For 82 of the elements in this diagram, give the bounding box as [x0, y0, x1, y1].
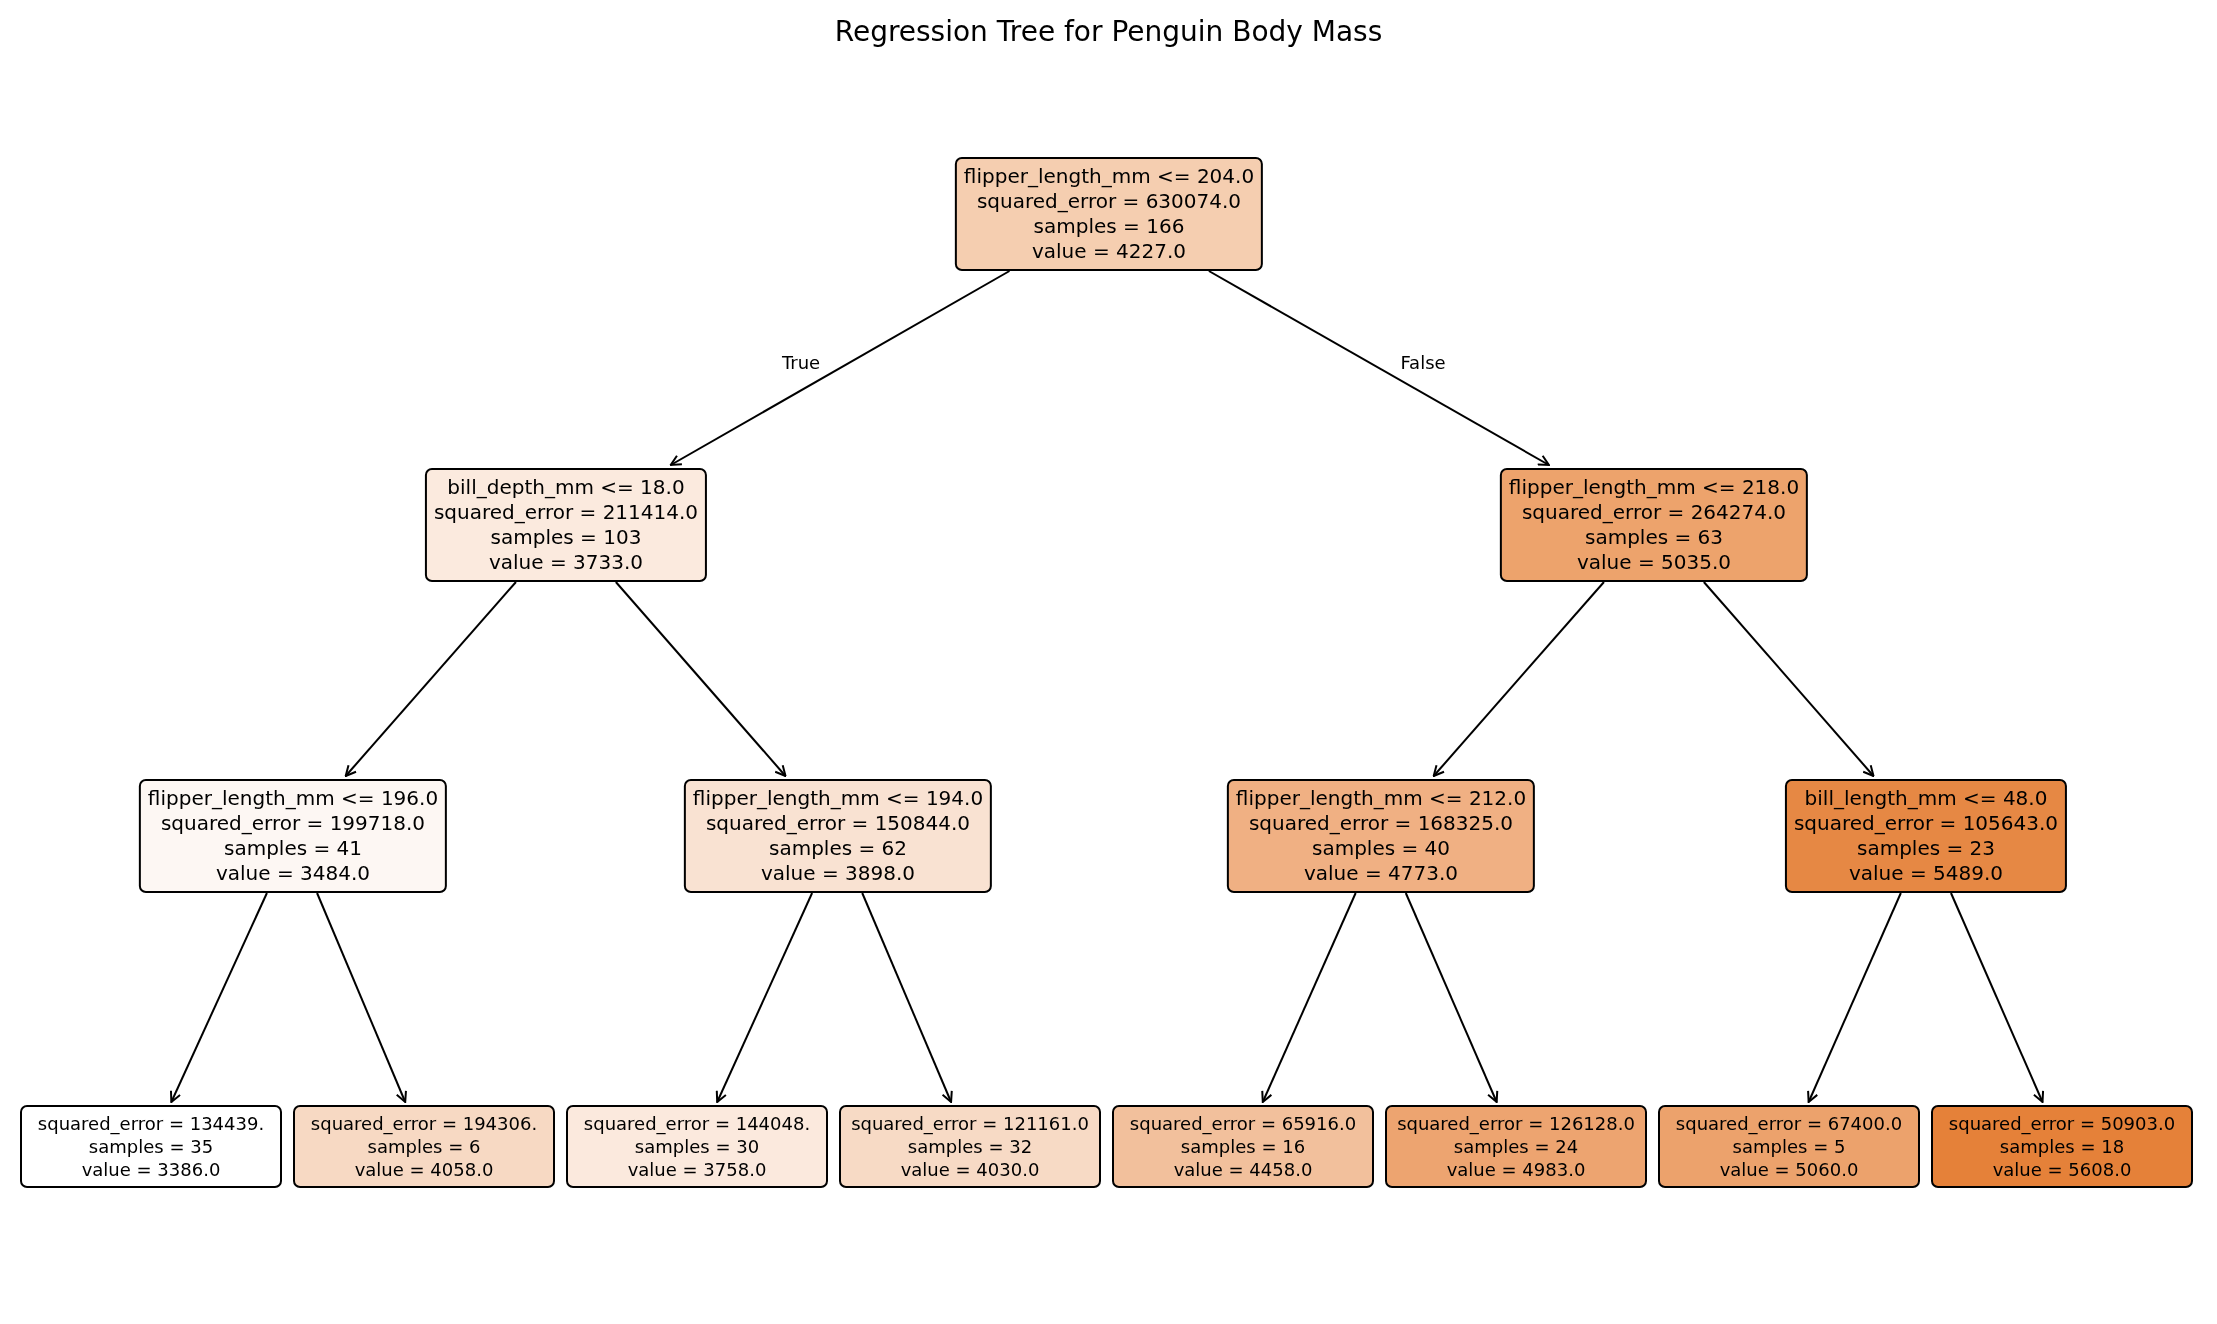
tree-node-box [424, 468, 708, 582]
tree-node-box [1784, 779, 2068, 893]
node-text: squared_error = 65916.0 [1129, 1112, 1357, 1135]
arrow [1702, 581, 1875, 777]
node-text: samples = 40 [1311, 836, 1451, 861]
node-text: samples = 24 [1453, 1135, 1579, 1158]
node-text: value = 4058.0 [354, 1158, 494, 1181]
tree-node-box [954, 157, 1264, 271]
node-text: squared_error = 194306. [310, 1112, 538, 1135]
arrow [316, 892, 407, 1103]
tree-node-box [293, 1105, 555, 1188]
node-text: value = 3386.0 [81, 1158, 221, 1181]
node-text: value = 5489.0 [1848, 861, 2004, 886]
arrow [1432, 581, 1605, 777]
node-text: value = 4030.0 [900, 1158, 1040, 1181]
tree-node-box [566, 1105, 828, 1188]
node-text: flipper_length_mm <= 204.0 [963, 164, 1255, 189]
node-text: squared_error = 105643.0 [1793, 811, 2059, 836]
node-text: value = 3758.0 [627, 1158, 767, 1181]
tree-node-box [1658, 1105, 1920, 1188]
node-text: value = 5608.0 [1992, 1158, 2132, 1181]
tree-node-box [1499, 468, 1809, 582]
tree-node-box [1226, 779, 1536, 893]
node-text: squared_error = 168325.0 [1248, 811, 1514, 836]
node-text: squared_error = 121161.0 [851, 1112, 1089, 1135]
tree-node-box [20, 1105, 282, 1188]
node-text: samples = 23 [1856, 836, 1996, 861]
tree-node-box [1112, 1105, 1374, 1188]
arrow [1807, 892, 1902, 1103]
node-text: squared_error = 126128.0 [1397, 1112, 1635, 1135]
arrow [1261, 892, 1357, 1103]
node-text: value = 4983.0 [1446, 1158, 1586, 1181]
node-text: value = 3484.0 [215, 861, 371, 886]
node-text: value = 5035.0 [1576, 550, 1732, 575]
node-text: samples = 16 [1180, 1135, 1306, 1158]
node-text: samples = 166 [1033, 214, 1185, 239]
node-text: value = 4773.0 [1303, 861, 1459, 886]
node-text: squared_error = 67400.0 [1675, 1112, 1903, 1135]
node-text: squared_error = 50903.0 [1948, 1112, 2176, 1135]
node-text: flipper_length_mm <= 196.0 [147, 786, 439, 811]
node-text: squared_error = 144048. [583, 1112, 811, 1135]
node-text: samples = 6 [367, 1135, 481, 1158]
node-text: samples = 62 [768, 836, 908, 861]
node-text: squared_error = 630074.0 [976, 189, 1242, 214]
tree-node-box [1385, 1105, 1647, 1188]
node-text: samples = 41 [223, 836, 363, 861]
arrow [614, 581, 787, 777]
node-text: value = 4458.0 [1173, 1158, 1313, 1181]
arrow [669, 270, 1011, 466]
arrow [1207, 270, 1550, 466]
arrow [344, 581, 517, 777]
node-text: flipper_length_mm <= 218.0 [1508, 475, 1800, 500]
node-text: bill_depth_mm <= 18.0 [447, 475, 685, 500]
arrow [1404, 892, 1499, 1103]
arrow [169, 892, 268, 1103]
arrow [715, 892, 814, 1103]
node-text: squared_error = 264274.0 [1521, 500, 1787, 525]
tree-node-box [1931, 1105, 2193, 1188]
node-text: value = 4227.0 [1031, 239, 1187, 264]
node-text: value = 3898.0 [760, 861, 916, 886]
node-text: samples = 32 [907, 1135, 1033, 1158]
arrow [861, 892, 953, 1103]
node-text: value = 3733.0 [488, 550, 644, 575]
node-text: flipper_length_mm <= 212.0 [1235, 786, 1527, 811]
node-text: squared_error = 150844.0 [705, 811, 971, 836]
node-text: samples = 35 [88, 1135, 214, 1158]
node-text: squared_error = 134439. [37, 1112, 265, 1135]
node-text: samples = 103 [490, 525, 642, 550]
tree-node-box [839, 1105, 1101, 1188]
tree-node-box [683, 779, 993, 893]
node-text: bill_length_mm <= 48.0 [1804, 786, 2048, 811]
node-text: flipper_length_mm <= 194.0 [692, 786, 984, 811]
node-text: samples = 30 [634, 1135, 760, 1158]
node-text: samples = 5 [1732, 1135, 1846, 1158]
node-text: value = 5060.0 [1719, 1158, 1859, 1181]
node-text: squared_error = 211414.0 [433, 500, 699, 525]
arrow [1949, 892, 2045, 1103]
node-text: squared_error = 199718.0 [160, 811, 426, 836]
node-text: samples = 18 [1999, 1135, 2125, 1158]
diagram-title: Regression Tree for Penguin Body Mass [834, 14, 1383, 50]
tree-node-box [138, 779, 448, 893]
node-text: samples = 63 [1584, 525, 1724, 550]
